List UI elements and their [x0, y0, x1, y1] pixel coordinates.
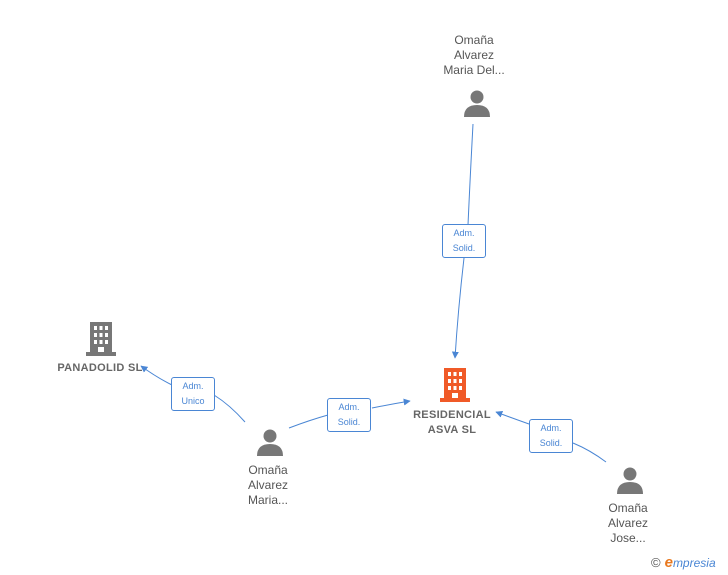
person-label-right[interactable]: Omaña Alvarez Jose...: [607, 501, 648, 545]
edge-label-right-to-residencial[interactable]: Adm. Solid.: [529, 419, 573, 453]
person-icon[interactable]: [462, 88, 492, 118]
company-label-residencial[interactable]: RESIDENCIAL ASVA SL: [413, 409, 491, 436]
edge-label-left-to-residencial[interactable]: Adm. Solid.: [327, 398, 371, 432]
edge-label-left-to-panadolid[interactable]: Adm. Unico: [171, 377, 215, 411]
edge-label-top-to-residencial[interactable]: Adm. Solid.: [442, 224, 486, 258]
brand-initial: e: [664, 554, 673, 571]
building-icon[interactable]: [440, 368, 470, 402]
edge-line-top-to-residencial: [455, 123, 474, 358]
person-icon[interactable]: [615, 465, 645, 495]
copyright-symbol: ©: [651, 555, 661, 570]
person-label-top[interactable]: Omaña Alvarez Maria Del...: [443, 33, 505, 77]
brand-name: mpresia: [672, 556, 716, 570]
building-icon[interactable]: [86, 322, 116, 356]
brand-logo: ©empresia: [651, 554, 716, 571]
edge-line-right-to-residencial: [496, 412, 607, 463]
company-label-panadolid[interactable]: PANADOLID SL: [57, 362, 143, 374]
person-icon[interactable]: [255, 427, 285, 457]
edge-line-left-to-panadolid: [141, 366, 246, 423]
person-label-left[interactable]: Omaña Alvarez Maria...: [247, 463, 288, 507]
edge-line-left-to-residencial: [288, 401, 410, 429]
